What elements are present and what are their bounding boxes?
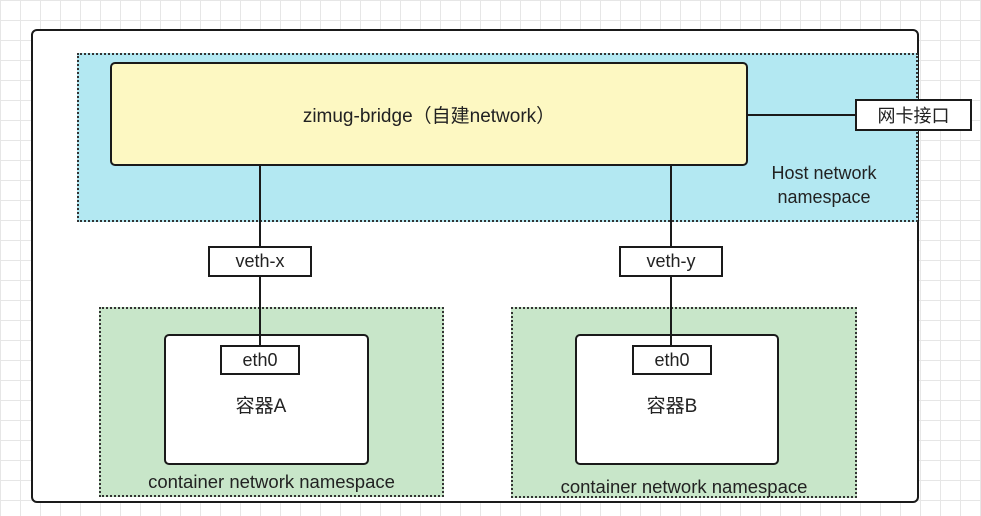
nic-interface-box: 网卡接口: [855, 99, 972, 131]
veth-x-box: veth-x: [208, 246, 312, 277]
bridge-label: zimug-bridge（自建network）: [302, 105, 556, 127]
container-a-name: 容器A: [235, 395, 287, 417]
container-b-eth0: eth0: [632, 345, 712, 375]
nic-label: 网卡接口: [877, 106, 950, 126]
host-namespace-label: Host network namespace: [752, 158, 896, 212]
veth-y-box: veth-y: [619, 246, 723, 277]
container-a: [164, 334, 369, 465]
veth-x-label: veth-x: [235, 251, 285, 271]
host-namespace-label-line2: namespace: [777, 187, 871, 207]
container-b-namespace-label: container network namespace: [560, 476, 808, 497]
container-a-eth0: eth0: [220, 345, 300, 375]
container-a-namespace-label: container network namespace: [148, 471, 395, 492]
veth-y-label: veth-y: [646, 251, 696, 271]
container-b-name: 容器B: [646, 395, 698, 417]
container-a-eth0-label: eth0: [242, 349, 278, 370]
container-b-eth0-label: eth0: [654, 349, 690, 370]
host-namespace-label-line1: Host network: [771, 163, 877, 183]
zimug-bridge: zimug-bridge（自建network）: [110, 62, 748, 166]
